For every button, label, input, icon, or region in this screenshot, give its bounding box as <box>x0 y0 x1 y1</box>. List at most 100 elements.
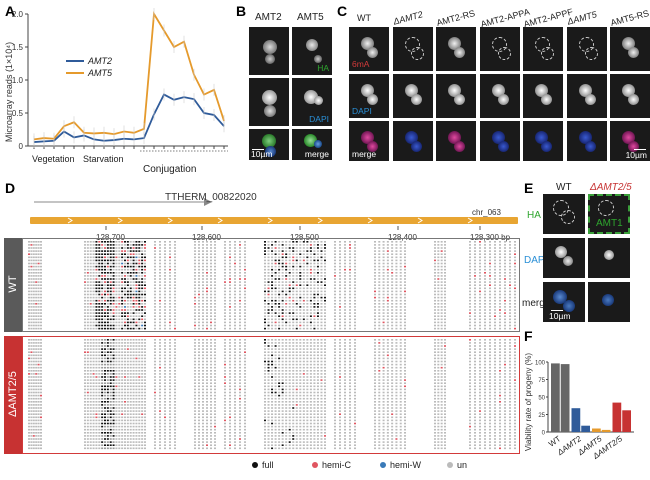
methylation-dot <box>440 339 443 341</box>
methylation-dot <box>32 379 35 381</box>
methylation-dot <box>264 360 266 363</box>
methylation-dot <box>169 410 171 412</box>
methylation-dot <box>309 379 312 381</box>
methylation-dot <box>101 416 104 419</box>
methylation-dot <box>404 299 406 302</box>
methylation-dot <box>28 416 30 419</box>
methylation-dot <box>169 290 171 293</box>
methylation-dot <box>109 348 112 350</box>
methylation-dot <box>164 357 166 360</box>
methylation-dot <box>35 404 38 406</box>
methylation-dot <box>509 268 511 271</box>
methylation-dot <box>437 281 440 283</box>
methylation-dot <box>324 244 326 246</box>
methylation-dot <box>309 247 312 249</box>
methylation-dot <box>292 262 295 265</box>
methylation-dot <box>84 339 86 341</box>
methylation-dot <box>316 306 319 308</box>
methylation-dot <box>112 241 115 243</box>
methylation-dot <box>174 259 176 262</box>
methylation-dot <box>494 256 496 259</box>
methylation-dot <box>440 373 443 375</box>
methylation-dot <box>404 253 406 255</box>
methylation-dot <box>374 259 376 262</box>
methylation-dot <box>234 363 236 366</box>
methylation-dot <box>285 296 288 299</box>
methylation-dot <box>499 272 501 274</box>
methylation-dot <box>198 363 200 366</box>
methylation-dot <box>144 299 146 302</box>
methylation-dot <box>378 366 381 369</box>
methylation-dot <box>206 379 208 381</box>
methylation-dot <box>135 354 138 357</box>
methylation-dot <box>135 391 138 394</box>
methylation-dot <box>391 376 394 378</box>
methylation-dot <box>285 244 288 246</box>
methylation-dot <box>30 296 33 299</box>
methylation-dot <box>313 250 316 252</box>
methylation-dot <box>295 391 298 394</box>
methylation-dot <box>320 256 323 259</box>
methylation-dot <box>469 391 471 394</box>
methylation-dot <box>281 268 284 271</box>
methylation-dot <box>320 315 323 317</box>
methylation-dot <box>135 303 138 305</box>
methylation-dot <box>154 407 156 409</box>
methylation-dot <box>206 293 208 296</box>
methylation-dot <box>344 244 346 246</box>
methylation-dot <box>324 315 326 317</box>
methylation-dot <box>169 253 171 255</box>
methylation-dot <box>504 265 506 268</box>
methylation-dot <box>194 366 196 369</box>
methylation-dot <box>202 382 204 384</box>
methylation-dot <box>395 309 398 311</box>
methylation-dot <box>267 401 270 403</box>
methylation-dot <box>28 278 30 280</box>
methylation-dot <box>30 256 33 259</box>
methylation-dot <box>202 241 204 243</box>
methylation-dot <box>104 315 106 317</box>
methylation-dot <box>324 401 326 403</box>
methylation-dot <box>404 306 406 308</box>
methylation-dot <box>28 339 30 341</box>
methylation-dot <box>234 397 236 400</box>
methylation-dot <box>434 351 436 353</box>
methylation-dot <box>40 247 42 249</box>
methylation-dot <box>198 351 200 353</box>
methylation-dot <box>109 312 112 314</box>
a-series-amt5 <box>33 11 225 141</box>
methylation-dot <box>121 366 124 369</box>
methylation-dot <box>109 306 112 308</box>
methylation-dot <box>244 351 246 353</box>
methylation-dot <box>154 321 156 324</box>
methylation-dot <box>84 379 86 381</box>
methylation-dot <box>324 299 326 302</box>
methylation-dot <box>499 348 501 350</box>
methylation-dot <box>313 327 316 330</box>
methylation-dot <box>224 247 226 249</box>
methylation-dot <box>469 339 471 341</box>
methylation-dot <box>313 342 316 344</box>
methylation-dot <box>306 253 309 255</box>
methylation-dot <box>164 404 166 406</box>
methylation-dot <box>121 318 124 321</box>
methylation-dot <box>154 397 156 400</box>
methylation-dot <box>324 373 326 375</box>
methylation-dot <box>104 416 106 419</box>
methylation-dot <box>84 348 86 350</box>
methylation-dot <box>271 324 274 327</box>
methylation-dot <box>292 342 295 344</box>
methylation-dot <box>244 244 246 246</box>
methylation-dot <box>244 241 246 243</box>
methylation-dot <box>95 379 98 381</box>
methylation-dot <box>324 296 326 299</box>
methylation-dot <box>320 397 323 400</box>
methylation-dot <box>469 342 471 344</box>
methylation-dot <box>391 315 394 317</box>
b-scale-label: 10µm <box>251 149 273 159</box>
methylation-dot <box>135 299 138 302</box>
methylation-dot <box>141 241 144 243</box>
methylation-dot <box>302 382 305 384</box>
methylation-dot <box>334 342 336 344</box>
methylation-dot <box>35 315 38 317</box>
